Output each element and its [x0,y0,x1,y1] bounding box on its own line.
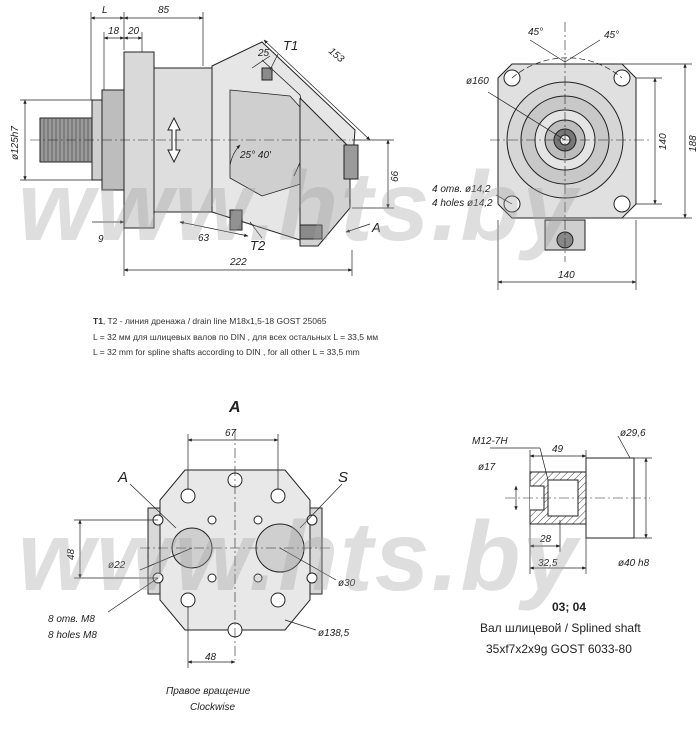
dim-188: 188 [688,135,699,152]
shaft-detail-labels: M12-7H 49 ø29,6 ø17 28 32,5 ø40 h8 [472,428,650,569]
dim-m12: M12-7H [472,436,508,447]
dim-48-vertical: 48 [66,548,77,560]
note-line-3: L = 32 mm for spline shafts according to… [93,347,360,357]
mount-hole [503,195,521,213]
shaft-code: 03; 04 [552,600,587,614]
holes-m8-ru: 8 отв. M8 [48,614,95,625]
note-line-2: L = 32 мм для шлицевых валов по DIN , дл… [93,332,379,342]
rotation-ru: Правое вращение [166,686,251,697]
note-line-1-text: , T2 - линия дренажа / drain line M18x1,… [102,316,327,326]
note-T1-bold: T1 [93,316,103,326]
dim-d29: ø29,6 [620,428,646,439]
view-a-title: A [228,399,241,416]
dim-153: 153 [326,46,346,65]
holes-ru: 4 отв. ø14,2 [432,184,491,195]
dim-d125: ø125h7 [10,126,21,160]
shaft-spec: 35xf7x2x9g GOST 6033-80 [486,642,632,656]
front-view-dim-labels: 45° 45° ø160 4 отв. ø14,2 4 holes ø14,2 … [432,27,699,281]
note-line-1: T1, T2 - линия дренажа / drain line M18x… [93,316,326,326]
dim-45-left: 45° [528,27,543,38]
dim-28: 28 [539,534,552,545]
dim-L: L [102,5,108,16]
watermark-top: www.hts.by [18,151,579,261]
holes-m8-en: 8 holes M8 [48,630,97,641]
dim-49: 49 [552,444,564,455]
dim-66: 66 [390,170,401,182]
side-view-dim-labels: L 85 18 20 25 153 ø125h7 25° 40' 66 9 63… [10,5,401,268]
dim-32-5: 32,5 [538,558,558,569]
dim-140-vertical: 140 [658,133,669,150]
dim-140-horizontal: 140 [558,270,575,281]
label-A-arrow: A [371,220,381,235]
dim-d40: ø40 h8 [618,558,650,569]
label-T2: T2 [250,238,266,253]
dim-85: 85 [158,5,170,16]
dim-d138: ø138,5 [318,628,350,639]
view-a [74,430,343,668]
label-port-A: A [117,469,128,486]
dim-67: 67 [225,428,237,439]
dim-d30: ø30 [338,578,356,589]
dim-48-horizontal: 48 [205,652,217,663]
side-view [20,12,394,276]
dim-d22: ø22 [108,560,126,571]
dim-angle: 25° 40' [239,150,272,161]
dim-d17: ø17 [478,462,496,473]
view-a-labels: A 67 48 ø22 ø30 ø138,5 48 A S 8 отв. M8 … [48,399,356,713]
label-T1: T1 [283,38,298,53]
watermark-bottom: www.hts.by [18,501,579,611]
dim-20: 20 [127,26,140,37]
dim-d160: ø160 [466,76,489,87]
label-port-S: S [338,469,348,486]
holes-en: 4 holes ø14,2 [432,198,493,209]
rotation-en: Clockwise [190,702,235,713]
shaft-detail [490,435,652,574]
dim-18: 18 [108,26,120,37]
shaft-title: Вал шлицевой / Splined shaft [480,621,641,635]
dim-9: 9 [98,234,104,245]
front-view [487,22,692,290]
mount-hole [613,195,631,213]
dim-63: 63 [198,233,210,244]
dim-25: 25 [257,48,270,59]
dim-45-right: 45° [604,30,619,41]
dim-222: 222 [229,257,247,268]
